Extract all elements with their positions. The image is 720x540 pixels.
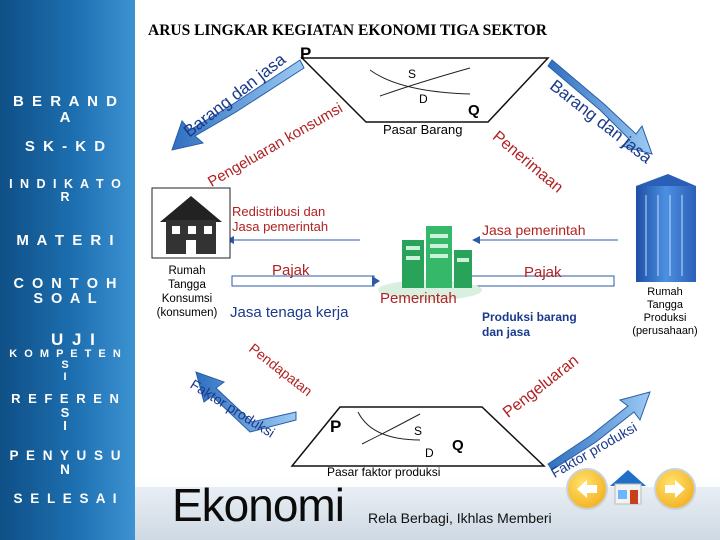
forward-button[interactable] bbox=[654, 468, 696, 510]
goods-price-label: P bbox=[300, 44, 312, 63]
brand-logo: Ekonomi bbox=[172, 479, 345, 531]
label-redistribusi-2: Jasa pemerintah bbox=[232, 219, 329, 234]
arrow-faktor-produksi-left bbox=[195, 371, 297, 433]
firm-line: Tangga bbox=[646, 299, 684, 311]
nav-label: K O M P E T E N S bbox=[9, 347, 123, 372]
nav-label: M A T E R I bbox=[16, 232, 116, 249]
nav-label: R E F E R E N S bbox=[11, 391, 121, 420]
arrowhead bbox=[372, 276, 380, 286]
factor-market-label: Pasar faktor produksi bbox=[327, 465, 441, 479]
slogan: Rela Berbagi, Ikhlas Memberi bbox=[368, 510, 552, 526]
nav-label: P E N Y U S U N bbox=[9, 448, 123, 478]
nav-label: I bbox=[63, 418, 69, 434]
nav-label: I bbox=[63, 370, 69, 383]
nav-label: S K - K D bbox=[24, 138, 108, 155]
nav-label: U J I bbox=[51, 330, 97, 349]
nav-selesai[interactable]: S E L E S A I bbox=[6, 491, 126, 506]
house-icon bbox=[151, 187, 231, 259]
nav-sk-kd[interactable]: S K - K D bbox=[6, 139, 126, 155]
factor-demand-label: D bbox=[425, 446, 434, 460]
label-pajak-right: Pajak bbox=[524, 264, 562, 281]
household-line: (konsumen) bbox=[156, 307, 218, 319]
household-label: Rumah Tangga Konsumsi (konsumen) bbox=[143, 264, 231, 320]
label-pemerintah: Pemerintah bbox=[380, 290, 457, 307]
factor-market-box bbox=[290, 406, 546, 467]
nav-uji-kompetensi[interactable]: U J I K O M P E T E N S I bbox=[6, 331, 126, 383]
factor-price-label: P bbox=[330, 417, 342, 436]
nav-penyusun[interactable]: P E N Y U S U N bbox=[6, 448, 126, 478]
arrow-faktor-produksi-right bbox=[547, 391, 651, 471]
goods-market-label: Pasar Barang bbox=[383, 122, 463, 137]
home-button[interactable] bbox=[606, 464, 650, 508]
goods-quantity-label: Q bbox=[468, 102, 480, 119]
label-produksi-barang-1: Produksi barang bbox=[482, 310, 577, 324]
firm-label: Rumah Tangga Produksi (perusahaan) bbox=[618, 286, 712, 338]
supply-curve-factor bbox=[357, 411, 421, 441]
nav-label: S O A L bbox=[33, 291, 99, 308]
nav-label: R bbox=[60, 190, 72, 205]
factor-quantity-label: Q bbox=[452, 437, 464, 454]
nav-label: I N D I K A T O bbox=[9, 177, 123, 191]
forward-arrow-icon bbox=[665, 480, 685, 498]
goods-demand-label: D bbox=[419, 92, 428, 106]
label-pajak-left: Pajak bbox=[272, 262, 310, 279]
supply-curve-goods bbox=[369, 69, 471, 95]
arrowhead bbox=[472, 236, 480, 244]
building-icon bbox=[636, 174, 696, 282]
back-arrow-icon bbox=[577, 480, 597, 498]
arrow-barang-jasa-right bbox=[547, 59, 653, 155]
page-title: ARUS LINGKAR KEGIATAN EKONOMI TIGA SEKTO… bbox=[148, 22, 547, 39]
arrow-barang-jasa-left bbox=[171, 59, 305, 151]
label-jasa-tenaga-kerja: Jasa tenaga kerja bbox=[230, 304, 349, 321]
label-redistribusi-1: Redistribusi dan bbox=[232, 204, 326, 219]
household-line-text: konsumen) bbox=[160, 307, 218, 319]
government-building-icon bbox=[378, 226, 482, 300]
back-button[interactable] bbox=[566, 468, 608, 510]
firm-line: Produksi bbox=[643, 312, 687, 324]
nav-beranda[interactable]: B E R A N D A bbox=[6, 94, 126, 126]
goods-supply-label: S bbox=[408, 67, 417, 81]
label-produksi-barang-2: dan jasa bbox=[482, 325, 531, 339]
nav-label: S E L E S A I bbox=[13, 491, 119, 506]
home-nav-icon bbox=[610, 470, 646, 505]
demand-curve-goods bbox=[379, 67, 471, 97]
nav-label: B E R A N D A bbox=[13, 93, 119, 126]
nav-materi[interactable]: M A T E R I bbox=[6, 233, 126, 249]
household-line: Rumah bbox=[168, 265, 206, 277]
household-line: Konsumsi bbox=[161, 293, 213, 305]
firm-line: (perusahaan) bbox=[632, 325, 698, 337]
demand-curve-factor bbox=[361, 413, 421, 445]
household-line: Tangga bbox=[168, 279, 206, 291]
label-jasa-pemerintah: Jasa pemerintah bbox=[482, 222, 586, 238]
factor-supply-label: S bbox=[414, 424, 423, 438]
firm-line: Rumah bbox=[647, 286, 683, 298]
nav-label: C O N T O H bbox=[13, 276, 119, 292]
